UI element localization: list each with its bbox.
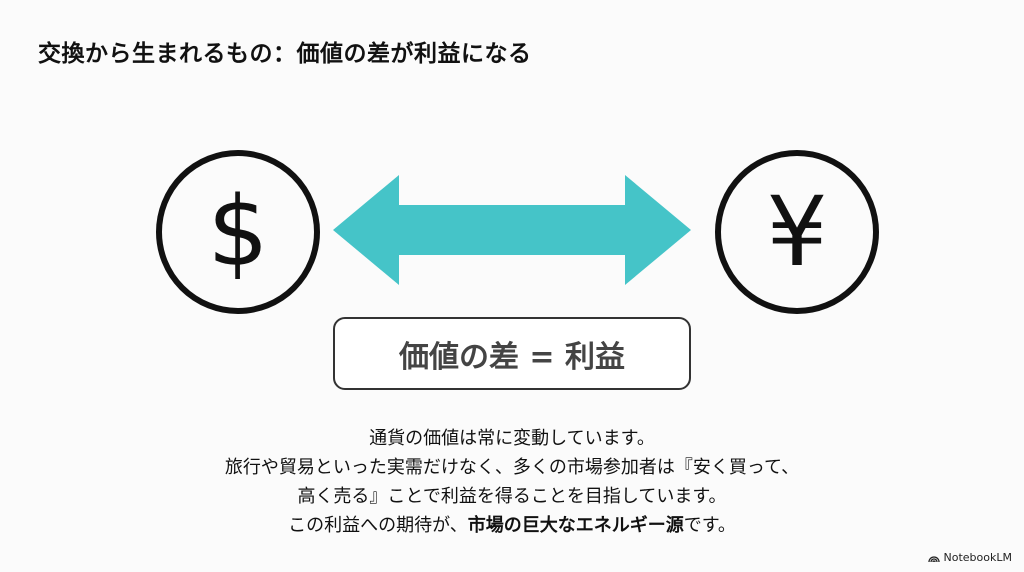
yen-coin-icon: ¥ [715,150,879,314]
description-line: 高く売る』ことで利益を得ることを目指しています。 [297,486,727,507]
brand-label: NotebookLM [943,551,1012,564]
dollar-coin-icon: $ [156,150,320,314]
text: です。 [683,515,736,536]
description: 通貨の価値は常に変動しています。 旅行や貿易といった実需だけなく、多くの市場参加… [0,424,1024,540]
dollar-symbol: $ [207,176,269,288]
yen-symbol: ¥ [766,176,828,288]
text: この利益への期待が、 [288,515,468,536]
notebooklm-logo-icon [927,556,940,562]
emphasis-text: 市場の巨大なエネルギー源 [467,515,684,536]
slide-title: 交換から生まれるもの：価値の差が利益になる [38,41,532,67]
equation-box: 価値の差 = 利益 [333,317,691,390]
description-line: 旅行や貿易といった実需だけなく、多くの市場参加者は『安く買って、 [224,457,800,478]
description-line: この利益への期待が、市場の巨大なエネルギー源です。 [0,511,1024,540]
double-arrow-icon [333,175,691,285]
description-line: 通貨の価値は常に変動しています。 [369,428,655,449]
notebooklm-watermark: NotebookLM [927,551,1012,564]
